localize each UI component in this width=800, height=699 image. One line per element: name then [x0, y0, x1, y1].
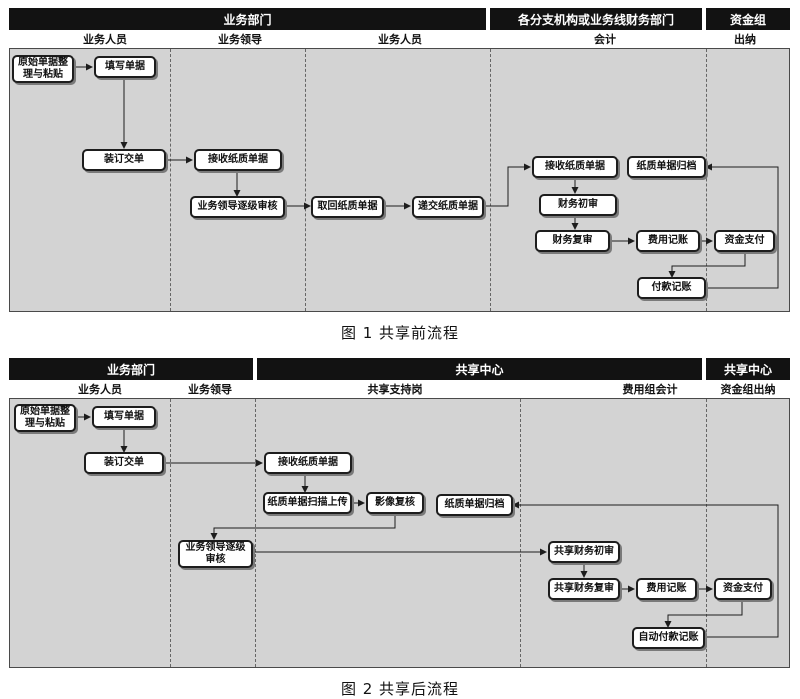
swimlane-area	[9, 48, 790, 312]
lane-business-leader: 业务领导	[188, 383, 232, 396]
node-bind-submit: 装订交单	[84, 452, 164, 474]
node-shared-second-review: 共享财务复审	[548, 578, 620, 600]
node-expense-entry: 费用记账	[636, 578, 697, 600]
swimlane-area	[9, 398, 790, 668]
node-fund-payment: 资金支付	[714, 230, 775, 252]
lane-divider	[170, 399, 171, 667]
node-archive: 纸质单据归档	[436, 494, 513, 516]
node-send-paper: 递交纸质单据	[412, 196, 484, 218]
lane-divider	[706, 399, 707, 667]
node-fill-form: 填写单据	[92, 406, 156, 428]
figure-2-caption: 图 2 共享后流程	[340, 680, 460, 698]
lane-business-leader: 业务领导	[218, 33, 262, 46]
lane-accountant: 会计	[594, 33, 616, 46]
header-business-dept: 业务部门	[9, 358, 253, 380]
node-retrieve-paper: 取回纸质单据	[311, 196, 384, 218]
figure-1-caption: 图 1 共享前流程	[340, 324, 460, 342]
lane-business-staff: 业务人员	[83, 33, 127, 46]
node-organize-docs: 原始单据整理与粘贴	[14, 404, 76, 432]
lane-business-staff: 业务人员	[78, 383, 122, 396]
node-acc-receive-paper: 接收纸质单据	[532, 156, 618, 178]
arrow	[512, 501, 779, 638]
node-image-review: 影像复核	[366, 492, 424, 514]
lane-business-staff-2: 业务人员	[378, 33, 422, 46]
lane-divider	[305, 49, 306, 311]
arrow	[484, 163, 531, 207]
arrow	[668, 252, 746, 278]
lane-divider	[170, 49, 171, 311]
arrow	[664, 600, 743, 628]
node-leader-review: 业务领导逐级审核	[178, 540, 253, 568]
header-shared-center-right: 共享中心	[706, 358, 790, 380]
node-payment-entry: 付款记账	[637, 277, 706, 299]
node-archive: 纸质单据归档	[627, 156, 706, 178]
header-business-dept: 业务部门	[9, 8, 486, 30]
arrow	[705, 163, 779, 289]
lane-cashier: 出纳	[734, 33, 756, 46]
node-second-review: 财务复审	[535, 230, 610, 252]
arrow	[210, 514, 396, 540]
node-organize-docs: 原始单据整理与粘贴	[12, 55, 74, 83]
lane-shared-support: 共享支持岗	[367, 383, 423, 396]
node-expense-entry: 费用记账	[636, 230, 700, 252]
lane-divider	[255, 399, 256, 667]
lane-divider	[520, 399, 521, 667]
lane-divider	[706, 49, 707, 311]
node-receive-paper: 接收纸质单据	[194, 149, 282, 171]
node-first-review: 财务初审	[539, 194, 617, 216]
header-fund-group: 资金组	[706, 8, 790, 30]
node-bind-submit: 装订交单	[82, 149, 166, 171]
lane-expense-accountant: 费用组会计	[622, 383, 678, 396]
lane-divider	[490, 49, 491, 311]
node-fill-form: 填写单据	[94, 56, 156, 78]
node-receive-paper: 接收纸质单据	[264, 452, 352, 474]
node-scan-upload: 纸质单据扫描上传	[263, 492, 352, 514]
node-leader-review: 业务领导逐级审核	[190, 196, 285, 218]
node-fund-payment: 资金支付	[714, 578, 772, 600]
node-shared-first-review: 共享财务初审	[548, 541, 620, 563]
lane-fund-cashier: 资金组出纳	[720, 383, 776, 396]
header-branch-finance-dept: 各分支机构或业务线财务部门	[490, 8, 702, 30]
node-auto-payment-entry: 自动付款记账	[632, 627, 705, 649]
header-shared-center: 共享中心	[257, 358, 702, 380]
